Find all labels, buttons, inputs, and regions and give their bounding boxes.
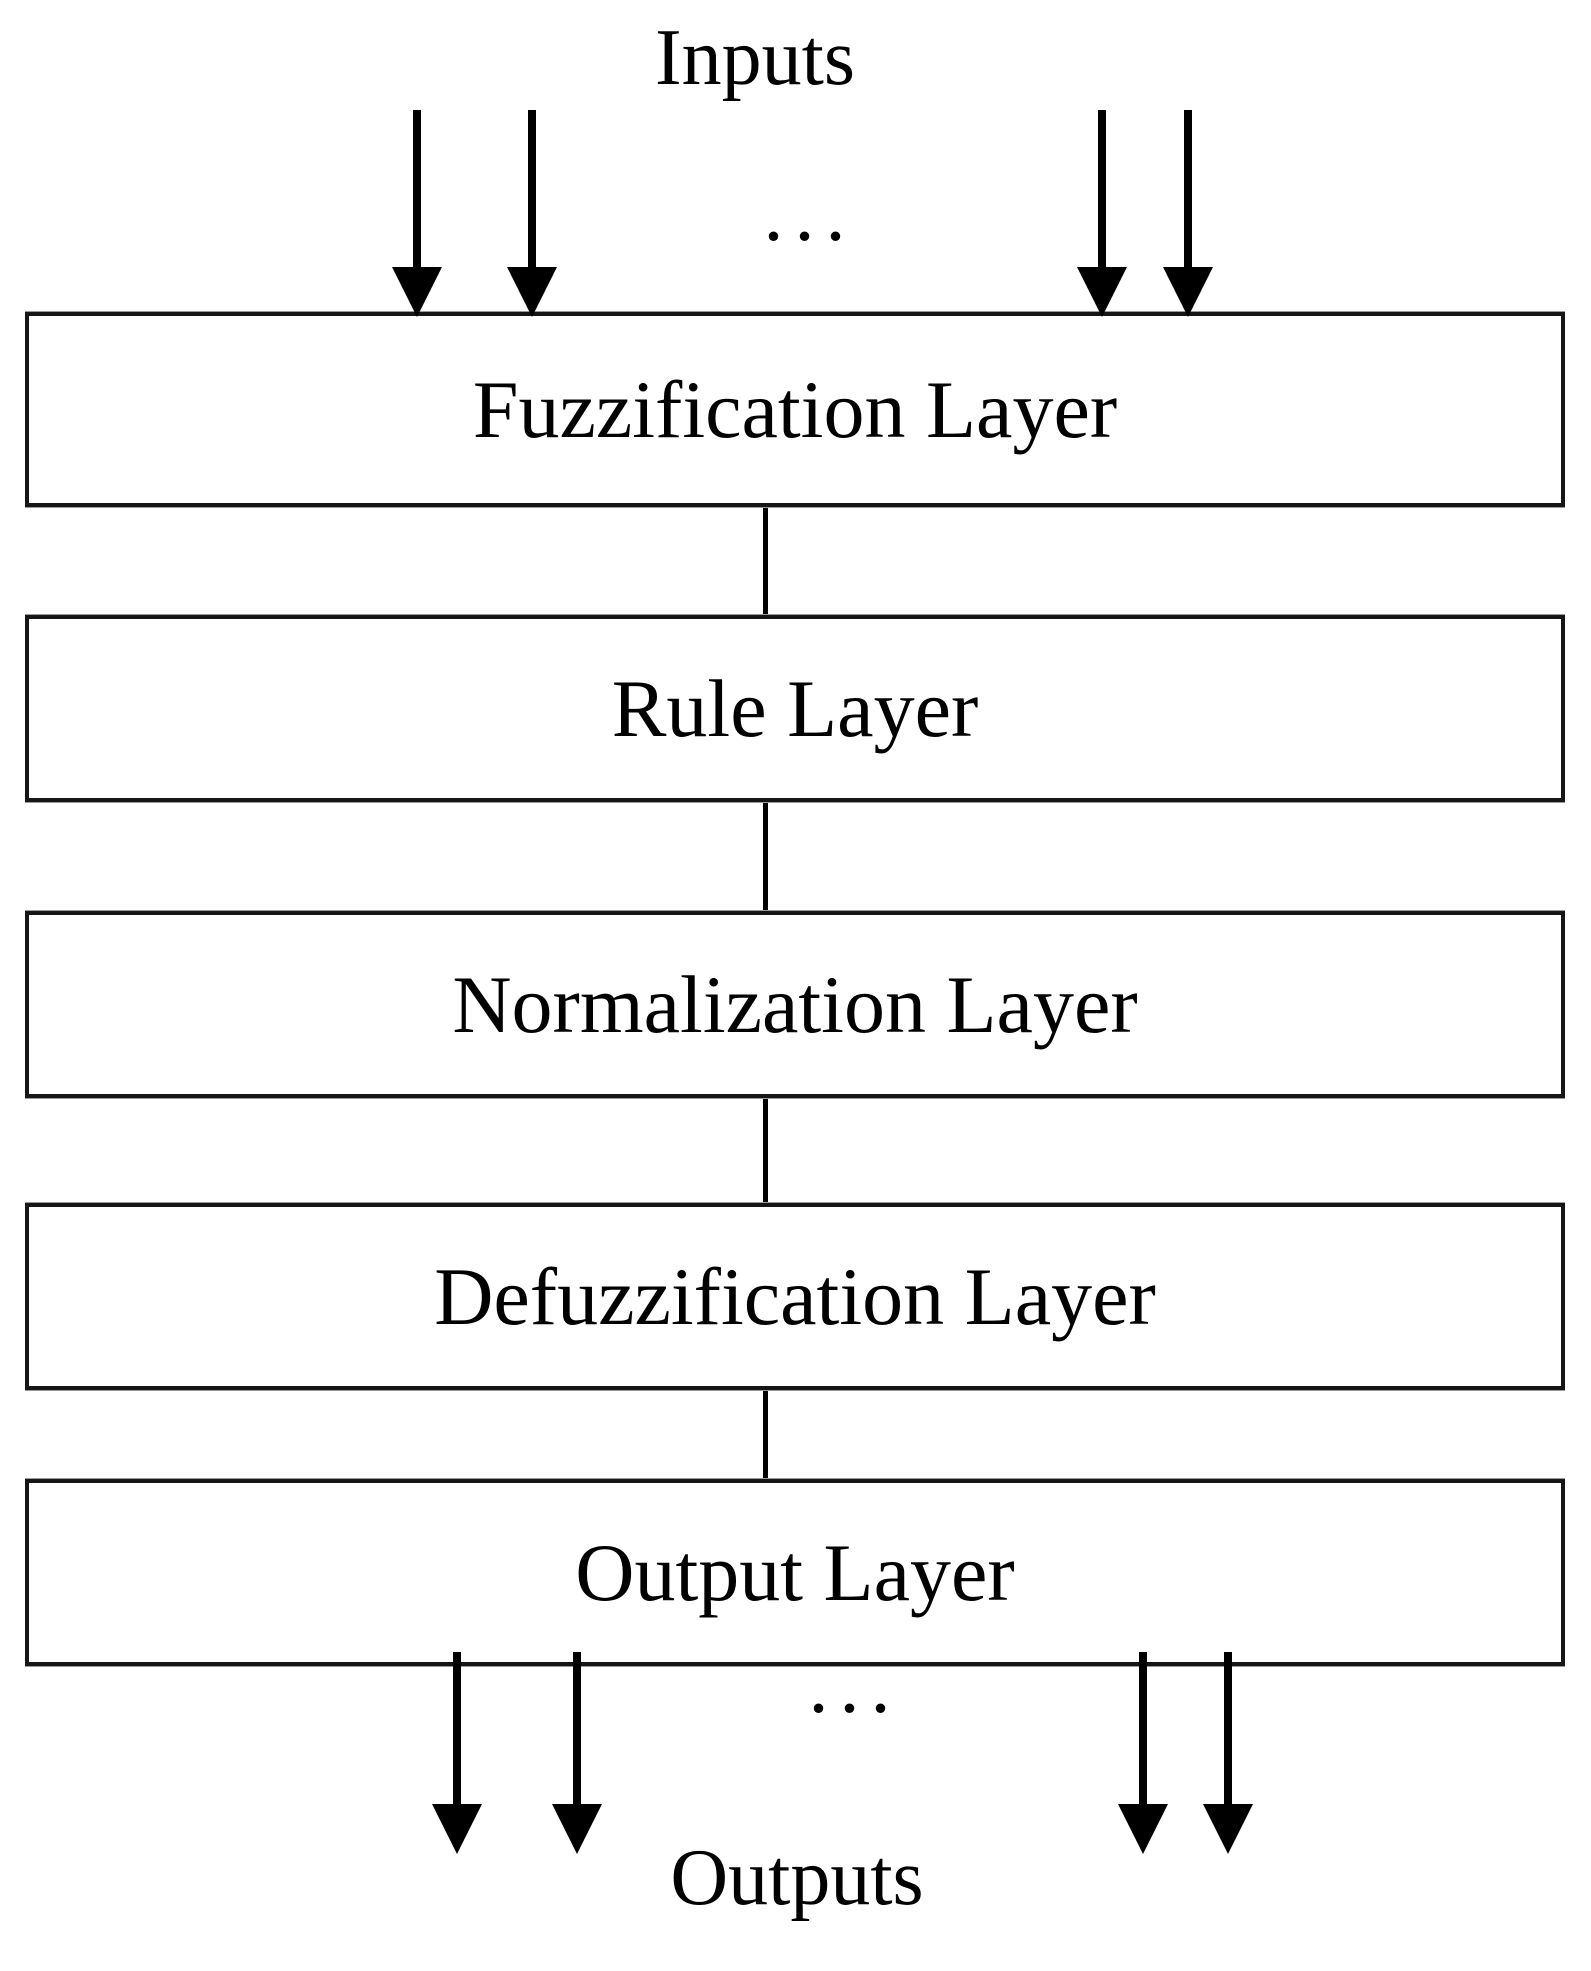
connector-line <box>763 798 768 915</box>
arrow-head <box>507 267 557 317</box>
layer-label: Rule Layer <box>611 662 979 754</box>
input-arrow-icon <box>1163 110 1213 317</box>
connector-line <box>763 1386 768 1483</box>
arrow-shaft <box>1224 1652 1232 1805</box>
layer-box-normalization: Normalization Layer <box>25 911 1565 1098</box>
inputs-label: Inputs <box>655 14 855 102</box>
input-arrow-icon <box>392 110 442 317</box>
arrow-shaft <box>1139 1652 1147 1805</box>
connector-line <box>763 503 768 619</box>
connector-line <box>763 1094 768 1207</box>
outputs-label: Outputs <box>670 1834 924 1922</box>
arrow-shaft <box>453 1652 461 1805</box>
arrow-shaft <box>413 110 421 268</box>
layer-label: Normalization Layer <box>452 958 1138 1050</box>
input-arrow-icon <box>1077 110 1127 317</box>
arrow-head <box>1163 267 1213 317</box>
output-arrow-icon <box>432 1652 482 1854</box>
arrow-head <box>1118 1804 1168 1854</box>
layer-label: Output Layer <box>575 1526 1015 1618</box>
layer-label: Fuzzification Layer <box>472 363 1118 455</box>
arrow-head <box>432 1804 482 1854</box>
output-arrow-icon <box>552 1652 602 1854</box>
arrow-head <box>1077 267 1127 317</box>
output-arrow-icon <box>1203 1652 1253 1854</box>
inputs-ellipsis: ... <box>763 170 857 258</box>
layer-box-rule: Rule Layer <box>25 615 1565 802</box>
input-arrow-icon <box>507 110 557 317</box>
arrow-shaft <box>528 110 536 268</box>
layer-box-fuzzification: Fuzzification Layer <box>25 312 1565 507</box>
layer-box-defuzzification: Defuzzification Layer <box>25 1203 1565 1390</box>
arrow-shaft <box>1184 110 1192 268</box>
layer-label: Defuzzification Layer <box>434 1250 1156 1342</box>
layer-box-output: Output Layer <box>25 1479 1565 1666</box>
arrow-head <box>1203 1804 1253 1854</box>
arrow-shaft <box>573 1652 581 1805</box>
arrow-head <box>392 267 442 317</box>
output-arrow-icon <box>1118 1652 1168 1854</box>
arrow-shaft <box>1098 110 1106 268</box>
arrow-head <box>552 1804 602 1854</box>
